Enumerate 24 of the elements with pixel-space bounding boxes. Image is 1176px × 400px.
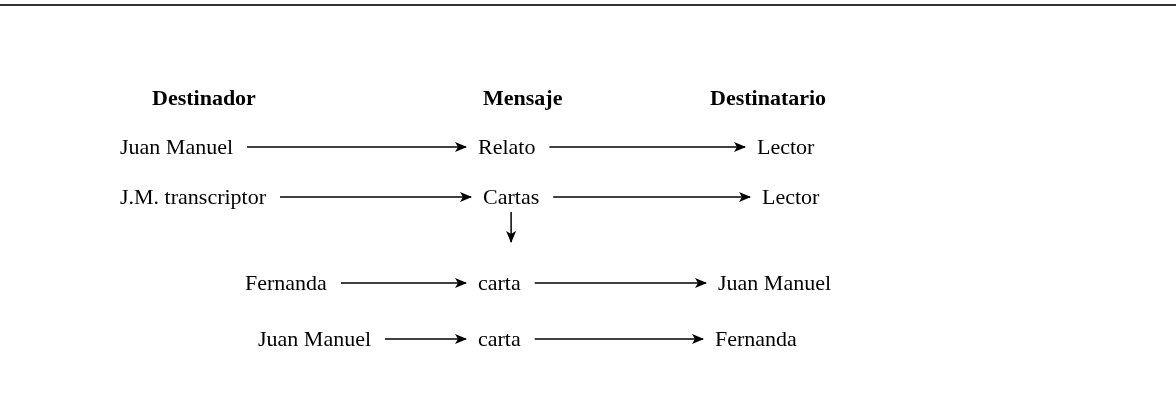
- name-text: Fernanda: [245, 272, 327, 294]
- arrow: [534, 334, 704, 344]
- name-text: Cartas: [483, 186, 540, 208]
- name-text: Juan Manuel: [120, 136, 234, 158]
- arrow: [534, 278, 707, 288]
- arrow: [340, 278, 467, 288]
- name-text: Fernanda: [715, 328, 797, 350]
- arrow: [279, 192, 472, 202]
- name-text: Juan Manuel: [258, 328, 372, 350]
- name-text: Relato: [478, 136, 536, 158]
- name-text: carta: [478, 328, 521, 350]
- name-text: Juan Manuel: [718, 272, 832, 294]
- column-heading: Destinador: [152, 87, 256, 109]
- column-heading: Destinatario: [710, 87, 827, 109]
- arrow: [552, 192, 751, 202]
- name-text: Lector: [762, 186, 820, 208]
- name-text: Lector: [757, 136, 815, 158]
- column-heading: Mensaje: [483, 87, 563, 109]
- name-text: J.M. transcriptor: [120, 186, 267, 208]
- arrow: [384, 334, 467, 344]
- arrow: [506, 211, 517, 243]
- name-text: carta: [478, 272, 521, 294]
- arrow: [246, 142, 467, 152]
- arrow: [548, 142, 746, 152]
